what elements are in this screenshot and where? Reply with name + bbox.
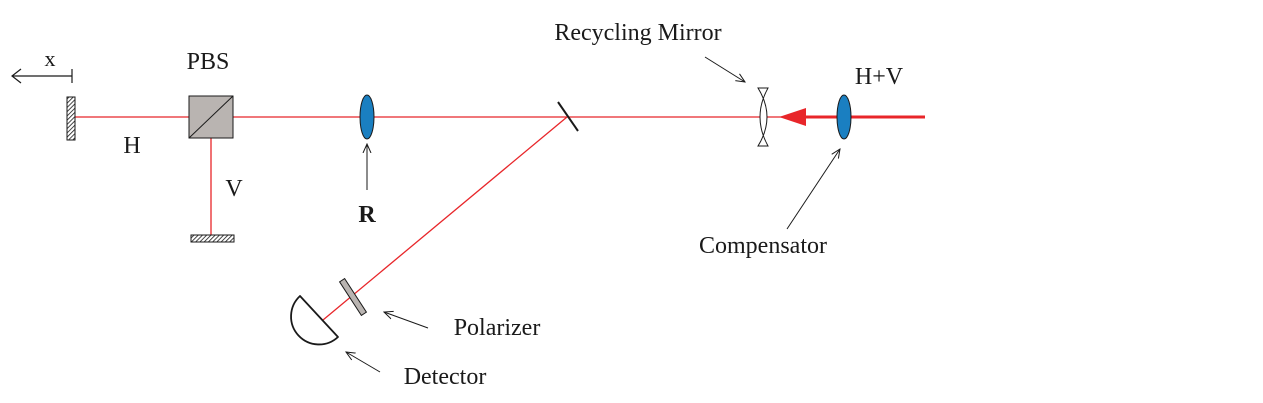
detector-pointer (346, 352, 381, 373)
end-mirror-h (66, 96, 76, 141)
compensator-label: Compensator (699, 233, 827, 259)
recycling-mirror-pointer (704, 56, 745, 82)
polarizer-pointer (384, 312, 429, 329)
compensator-group: H+V Compensator (699, 64, 904, 259)
x-arrow-head (11, 68, 22, 84)
polarizer (338, 277, 368, 317)
polarizer-group: Polarizer (338, 277, 541, 341)
pbs-group: PBS H V (123, 49, 243, 243)
movable-mirror-group: x (11, 46, 76, 141)
lens-r (359, 94, 375, 140)
recycling-mirror (757, 87, 769, 147)
recycling-mirror-label: Recycling Mirror (554, 20, 721, 46)
detector (290, 295, 339, 346)
v-label: V (225, 176, 243, 202)
x-label: x (45, 46, 56, 71)
compensator-pointer (786, 149, 840, 230)
input-beam-arrowhead (779, 108, 806, 126)
lens-r-group: R (358, 94, 376, 228)
h-plus-v-label: H+V (855, 64, 904, 90)
r-label: R (358, 202, 376, 228)
detector-group: Detector (290, 295, 487, 390)
detector-label: Detector (404, 364, 487, 390)
diagonal-beam (322, 116, 568, 321)
compensator-lens (836, 94, 852, 140)
pickoff-mirror (557, 101, 579, 132)
recycling-mirror-group: Recycling Mirror (554, 20, 769, 147)
pbs-label: PBS (187, 49, 230, 75)
pbs-diagonal (188, 95, 234, 139)
end-mirror-v (190, 234, 235, 243)
h-label: H (123, 133, 140, 159)
polarizer-label: Polarizer (454, 315, 541, 341)
